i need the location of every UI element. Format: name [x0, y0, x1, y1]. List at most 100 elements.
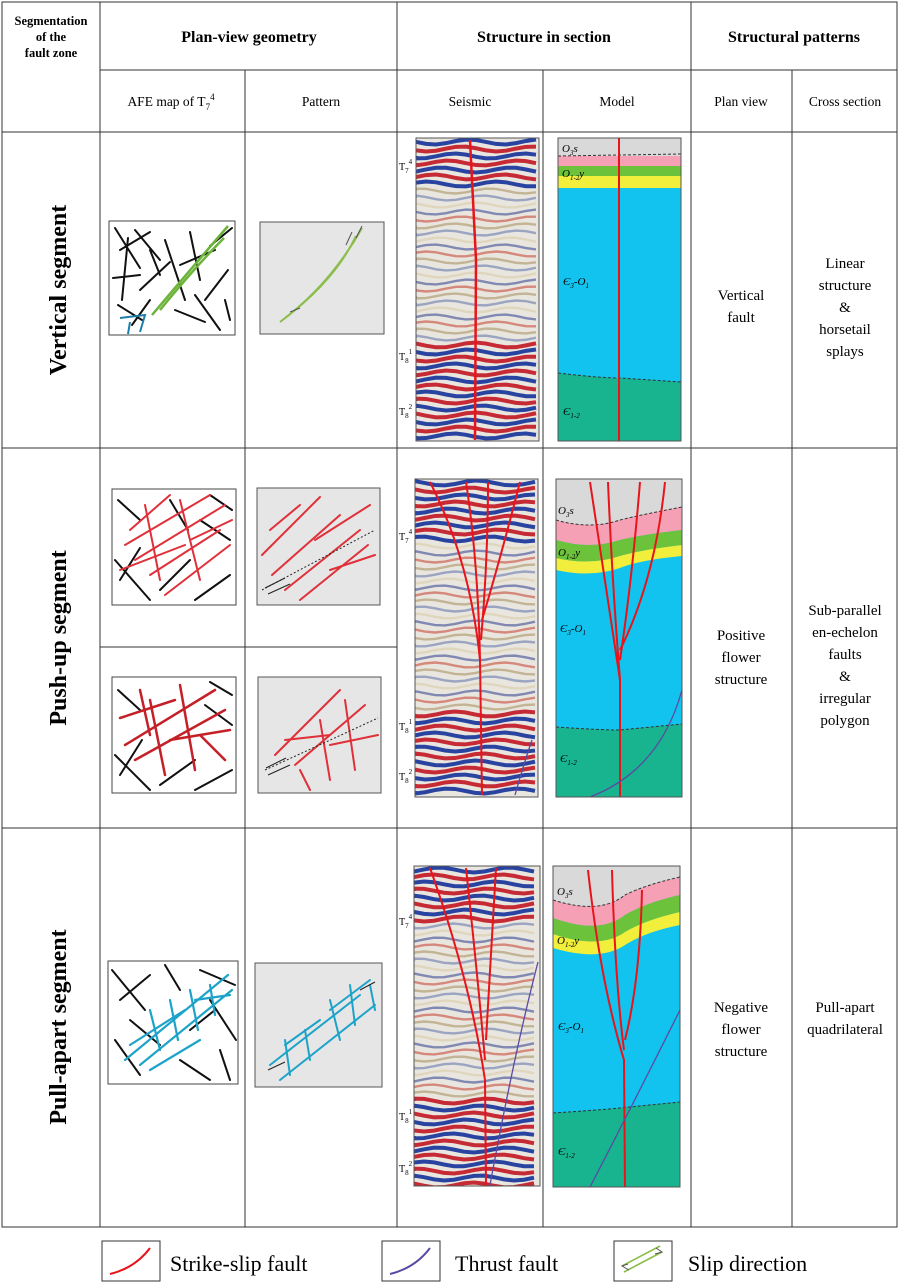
seismic-faults-pullapart — [429, 867, 497, 1186]
seismic-reflector — [416, 208, 537, 216]
horizon-t7-vertical: T74 — [399, 158, 413, 175]
plan-view-vertical-line2: fault — [727, 310, 755, 326]
seismic-reflector — [416, 396, 537, 406]
seismic-reflector — [414, 1138, 535, 1148]
seismic-reflector — [416, 361, 537, 371]
seismic-reflector — [416, 138, 537, 147]
cross-section-vertical-line1: Linear — [825, 256, 864, 272]
seismic-reflector — [414, 1145, 535, 1155]
seismic-reflector — [416, 382, 537, 392]
seismic-reflector — [414, 1013, 535, 1021]
seismic-reflector — [415, 520, 536, 530]
seismic-reflector — [416, 201, 537, 209]
cross-section-pushup-line2: en-echelon — [812, 625, 878, 641]
seismic-reflector — [416, 264, 537, 272]
seismic-reflector — [415, 598, 536, 606]
seismic-reflector — [415, 675, 536, 683]
seismic-reflector — [414, 922, 535, 930]
header-seismic: Seismic — [449, 94, 492, 109]
seismic-reflector — [415, 633, 536, 641]
header-model: Model — [599, 94, 634, 109]
header-segmentation: Segmentation of the fault zone — [15, 14, 88, 60]
plan-view-pushup-line1: Positive — [717, 628, 766, 644]
seismic-reflector — [415, 647, 536, 655]
seismic-reflector — [416, 299, 537, 307]
plan-view-vertical-line1: Vertical — [718, 288, 765, 304]
horizon-t8-2-pullapart: T82 — [399, 1160, 413, 1177]
seismic-pullapart — [413, 865, 541, 1187]
plan-view-pullapart-line1: Negative — [714, 1000, 768, 1016]
seismic-vertical — [415, 137, 540, 442]
cross-section-vertical-line4: horsetail — [819, 322, 871, 338]
seismic-reflector — [414, 1062, 535, 1070]
seismic-reflector — [415, 563, 536, 571]
seismic-reflector — [415, 479, 536, 488]
header-plan-view-geometry: Plan-view geometry — [181, 29, 317, 46]
seismic-reflector — [416, 257, 537, 265]
segment-label-pull-apart: Pull-apart segment — [46, 929, 72, 1124]
seismic-reflector — [416, 215, 537, 223]
seismic-reflector — [414, 1083, 535, 1091]
seismic-reflector — [415, 779, 536, 789]
seismic-reflector — [415, 737, 536, 747]
seismic-reflector — [414, 1173, 535, 1183]
seismic-reflector — [414, 1055, 535, 1063]
header-segmentation-line3: fault zone — [25, 46, 78, 60]
seismic-reflector — [415, 689, 536, 697]
model-label-o3s-pushup: O3s — [558, 505, 574, 519]
legend-slip-symbol — [620, 1245, 664, 1273]
header-afe-map: AFE map of T74 — [127, 92, 215, 112]
seismic-reflector — [415, 640, 536, 648]
legend-strike-slip-label: Strike-slip fault — [170, 1251, 307, 1276]
seismic-reflector — [414, 1124, 535, 1134]
seismic-reflector — [416, 236, 537, 244]
horizon-t8-2-vertical: T82 — [399, 403, 413, 420]
seismic-reflector — [415, 577, 536, 585]
seismic-reflector — [416, 424, 537, 434]
plan-view-pullapart-line2: flower — [721, 1022, 760, 1038]
cross-section-pushup-line4: & — [839, 669, 851, 685]
model-label-e12-vertical: Є1-2 — [563, 406, 580, 420]
seismic-reflector — [416, 271, 537, 279]
afe-map-pushup-top — [111, 488, 237, 606]
cross-section-pullapart-line1: Pull-apart — [815, 1000, 875, 1016]
seismic-reflector — [414, 1076, 535, 1084]
seismic-reflector — [414, 1090, 535, 1098]
afe-map-vertical — [108, 220, 236, 336]
seismic-reflector — [415, 786, 536, 796]
horizon-t8-1-vertical: T81 — [399, 348, 413, 365]
seismic-reflector — [415, 668, 536, 676]
seismic-reflector — [414, 978, 535, 986]
model-label-e3o1-pushup: Є3-O1 — [560, 623, 586, 637]
seismic-reflector — [416, 187, 537, 195]
seismic-reflector — [415, 534, 536, 544]
seismic-reflector — [414, 1027, 535, 1035]
header-cross-section: Cross section — [809, 94, 882, 109]
seismic-reflector — [415, 758, 536, 768]
seismic-reflector — [414, 1006, 535, 1014]
legend-thrust-label: Thrust fault — [455, 1251, 558, 1276]
seismic-faults-vertical — [468, 139, 478, 441]
seismic-reflector — [415, 661, 536, 669]
model-label-o12y-pushup: O1-2y — [558, 547, 580, 561]
header-segmentation-line1: Segmentation — [15, 14, 88, 28]
horizon-t8-2-pushup: T82 — [399, 768, 413, 785]
seismic-reflector — [415, 584, 536, 592]
seismic-reflector — [414, 1117, 535, 1127]
seismic-reflector — [414, 1152, 535, 1162]
seismic-reflector — [414, 1020, 535, 1028]
model-label-e3o1-vertical: Є3-O1 — [563, 276, 589, 290]
legend-strike-slip-symbol — [109, 1247, 151, 1275]
seismic-reflector — [415, 723, 536, 733]
seismic-reflector — [414, 1103, 535, 1113]
seismic-reflector — [416, 368, 537, 378]
horizon-t8-1-pullapart: T81 — [399, 1108, 413, 1125]
seismic-reflector — [414, 1048, 535, 1056]
seismic-reflector — [416, 278, 537, 286]
seismic-reflector — [416, 243, 537, 251]
seismic-reflector — [414, 950, 535, 958]
legend-slip: Slip direction — [613, 1240, 807, 1282]
seismic-reflector — [414, 914, 535, 924]
seismic-thrust-pushup — [514, 739, 533, 796]
seismic-reflector — [415, 542, 536, 550]
